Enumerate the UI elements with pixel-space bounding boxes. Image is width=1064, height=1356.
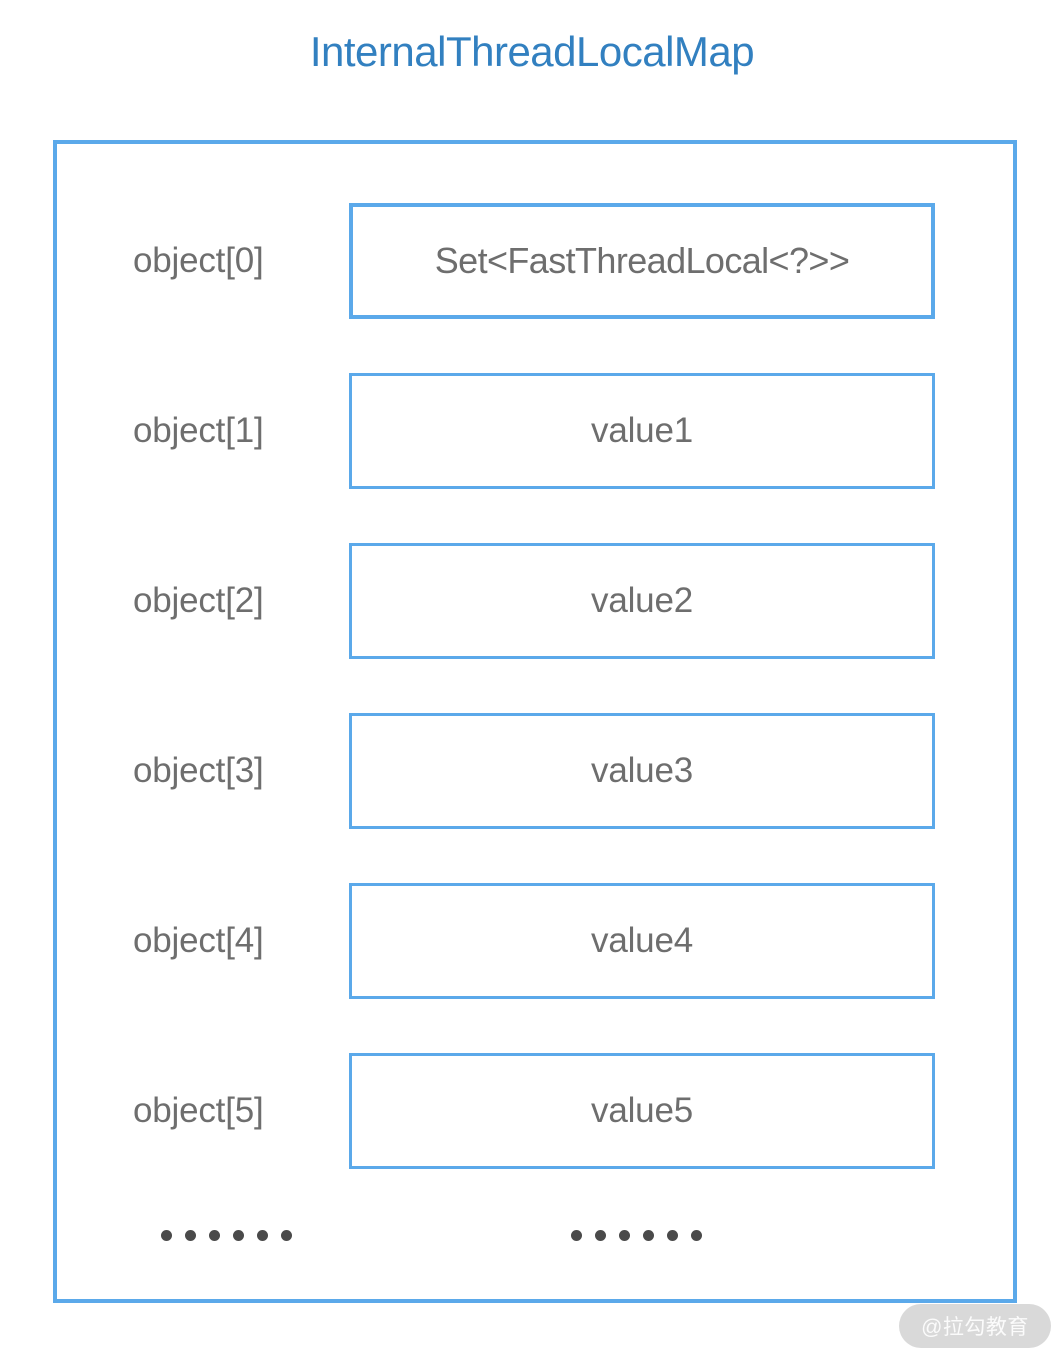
ellipsis-dot [161,1230,172,1241]
slot-index-label: object[3] [133,751,264,790]
slot-value-box[interactable]: value3 [349,713,935,829]
slot-row: object[1] value1 [57,373,1017,489]
slot-value-box[interactable]: value5 [349,1053,935,1169]
slot-value-text: value1 [591,411,693,450]
slot-row: object[5] value5 [57,1053,1017,1169]
slot-index-label: object[4] [133,921,264,960]
slot-value-text: value5 [591,1091,693,1130]
slot-value-box[interactable]: Set<FastThreadLocal<?>> [349,203,935,319]
page-title: InternalThreadLocalMap [309,28,755,75]
slot-value-box[interactable]: value4 [349,883,935,999]
slot-value-text: value4 [591,921,693,960]
ellipsis-dot [571,1230,582,1241]
slot-value-text: value2 [591,581,693,620]
ellipsis-dot [185,1230,196,1241]
slot-row: object[0] Set<FastThreadLocal<?>> [57,203,1017,319]
watermark-badge: @拉勾教育 [899,1304,1051,1348]
slot-index-label: object[2] [133,581,264,620]
ellipsis-dot [281,1230,292,1241]
watermark-text: @拉勾教育 [921,1316,1029,1339]
slot-value-text: Set<FastThreadLocal<?>> [434,240,850,281]
slot-row: object[2] value2 [57,543,1017,659]
slot-row: object[4] value4 [57,883,1017,999]
ellipsis-dot [619,1230,630,1241]
slot-index-label: object[5] [133,1091,264,1130]
ellipsis-dot [667,1230,678,1241]
ellipsis-dot [257,1230,268,1241]
slot-value-box[interactable]: value2 [349,543,935,659]
ellipsis-dot [233,1230,244,1241]
ellipsis-dots-left [161,1230,292,1241]
slot-index-label: object[0] [133,241,264,280]
ellipsis-dot [643,1230,654,1241]
slot-index-label: object[1] [133,411,264,450]
ellipsis-dots-right [571,1230,702,1241]
slot-row: object[3] value3 [57,713,1017,829]
slot-value-box[interactable]: value1 [349,373,935,489]
ellipsis-dot [595,1230,606,1241]
slot-value-text: value3 [591,751,693,790]
ellipsis-dot [209,1230,220,1241]
internal-thread-local-map-container: object[0] Set<FastThreadLocal<?>> object… [53,140,1017,1303]
ellipsis-dot [691,1230,702,1241]
ellipsis-row [57,1212,1017,1272]
